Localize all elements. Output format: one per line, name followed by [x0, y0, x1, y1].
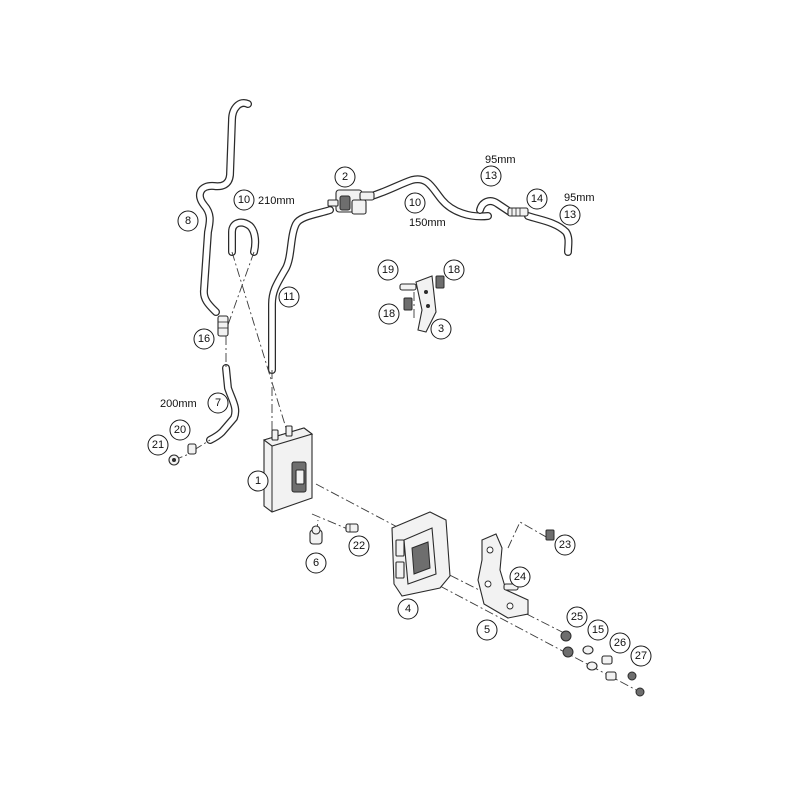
- hose-8: [195, 99, 252, 316]
- svg-text:24: 24: [514, 571, 526, 583]
- hose-11: [268, 206, 334, 374]
- nut-part-25-lower: [562, 646, 574, 658]
- hose-13-upper: [476, 197, 514, 216]
- svg-text:10: 10: [238, 194, 250, 206]
- svg-text:16: 16: [198, 333, 210, 345]
- svg-text:19: 19: [382, 264, 394, 276]
- svg-text:1: 1: [255, 475, 261, 487]
- bolt-part-23: [545, 529, 555, 541]
- svg-text:11: 11: [283, 291, 294, 303]
- callout-16: 16: [193, 328, 215, 350]
- connector-part-16: [217, 315, 229, 337]
- svg-text:8: 8: [185, 215, 191, 227]
- callout-14: 14: [526, 188, 548, 210]
- dimension-label-95mm-right: 95mm: [564, 192, 595, 204]
- callout-1: 1: [247, 470, 269, 492]
- connector-part-14: [507, 207, 529, 217]
- callout-26: 26: [609, 632, 631, 654]
- callout-13-upper: 13: [480, 165, 502, 187]
- dimension-label-200mm: 200mm: [160, 398, 197, 410]
- dimension-label-95mm-upper: 95mm: [485, 154, 516, 166]
- callout-5: 5: [476, 619, 498, 641]
- cap-part-21: [168, 454, 180, 466]
- svg-text:14: 14: [531, 193, 543, 205]
- hose-7: [206, 364, 240, 444]
- callout-23: 23: [554, 534, 576, 556]
- nut-part-27-lower: [635, 687, 645, 697]
- svg-text:26: 26: [614, 637, 626, 649]
- svg-text:6: 6: [313, 557, 319, 569]
- dimension-label-210mm: 210mm: [258, 195, 295, 207]
- svg-text:7: 7: [215, 397, 221, 409]
- callout-8: 8: [177, 210, 199, 232]
- callout-20: 20: [169, 419, 191, 441]
- hose-13-lower: [524, 212, 573, 256]
- callout-2: 2: [334, 166, 356, 188]
- svg-text:5: 5: [484, 624, 490, 636]
- nut-part-27-upper: [627, 671, 637, 681]
- valve-part-2: [327, 189, 375, 215]
- dimension-label-150mm: 150mm: [409, 217, 446, 229]
- svg-text:3: 3: [438, 323, 444, 335]
- callout-10-upper-left: 10: [233, 189, 255, 211]
- callout-18-upper: 18: [443, 259, 465, 281]
- canister-part-1: [262, 425, 314, 513]
- clip-part-18-lower: [403, 297, 413, 311]
- hose-10-150mm: [368, 175, 492, 221]
- clip-part-18-upper: [435, 275, 445, 289]
- svg-text:13: 13: [564, 209, 576, 221]
- nut-part-25-upper: [560, 630, 572, 642]
- svg-text:2: 2: [342, 171, 348, 183]
- screw-part-19: [399, 283, 417, 291]
- svg-text:25: 25: [571, 611, 583, 623]
- washer-part-15-lower: [586, 661, 598, 671]
- bracket-part-3: [415, 275, 437, 333]
- clamp-part-20: [187, 443, 197, 455]
- callout-11: 11: [278, 286, 300, 308]
- svg-text:22: 22: [353, 540, 365, 552]
- holder-part-4: [391, 511, 451, 597]
- svg-text:15: 15: [592, 624, 604, 636]
- callout-27: 27: [630, 645, 652, 667]
- svg-text:4: 4: [405, 603, 411, 615]
- callout-4: 4: [397, 598, 419, 620]
- hose-10-210mm: [228, 218, 260, 256]
- callout-25: 25: [566, 606, 588, 628]
- elbow-part-6: [309, 525, 323, 545]
- callout-7: 7: [207, 392, 229, 414]
- svg-text:18: 18: [383, 308, 395, 320]
- spacer-part-26-lower: [605, 671, 617, 681]
- svg-text:23: 23: [559, 539, 571, 551]
- washer-part-15-upper: [582, 645, 594, 655]
- svg-text:13: 13: [485, 170, 497, 182]
- callout-3: 3: [430, 318, 452, 340]
- callout-21: 21: [147, 434, 169, 456]
- bracket-part-5: [477, 533, 529, 619]
- callout-19: 19: [377, 259, 399, 281]
- assembly-lines: [173, 251, 641, 693]
- spacer-part-26-upper: [601, 655, 613, 665]
- svg-text:18: 18: [448, 264, 460, 276]
- callout-13-right: 13: [559, 204, 581, 226]
- callout-22: 22: [348, 535, 370, 557]
- callout-10-right: 10: [404, 192, 426, 214]
- svg-text:10: 10: [409, 197, 421, 209]
- fitting-part-22: [345, 523, 359, 533]
- callout-24: 24: [509, 566, 531, 588]
- svg-text:27: 27: [635, 650, 647, 662]
- svg-text:21: 21: [152, 439, 164, 451]
- callout-18-lower: 18: [378, 303, 400, 325]
- callout-15: 15: [587, 619, 609, 641]
- svg-text:20: 20: [174, 424, 186, 436]
- callout-6: 6: [305, 552, 327, 574]
